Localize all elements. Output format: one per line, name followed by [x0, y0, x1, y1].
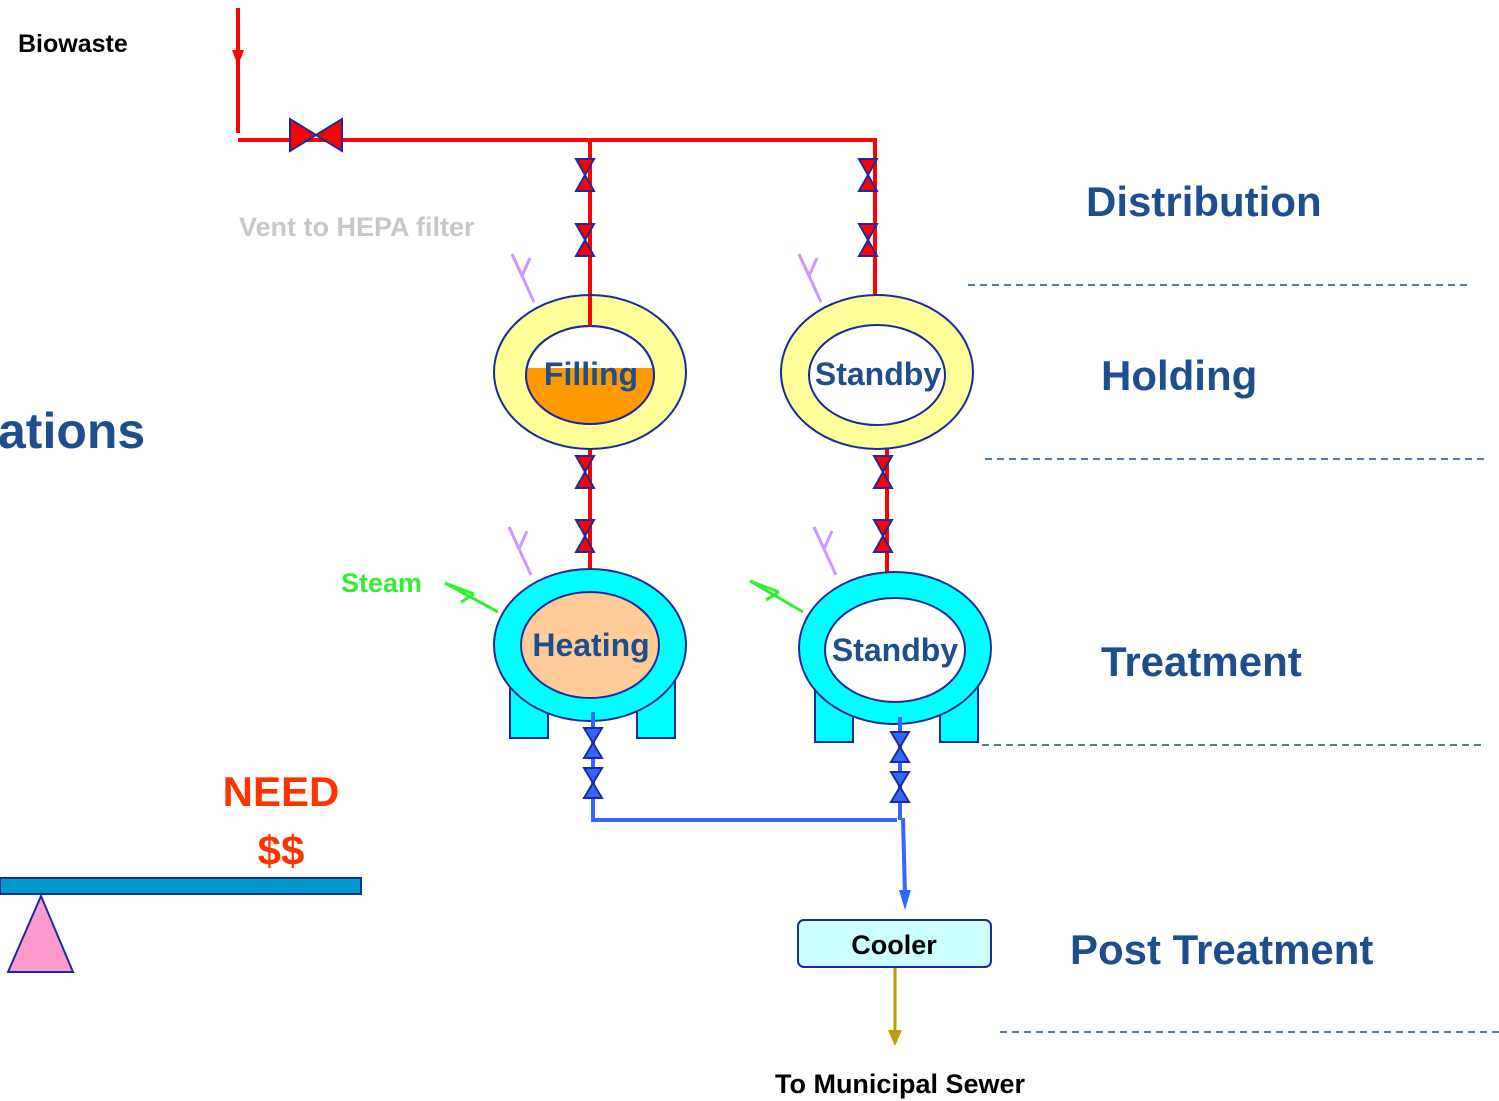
cooler-label: Cooler	[851, 930, 937, 960]
cooler-box[interactable]	[797, 919, 992, 968]
need-label: NEED	[223, 768, 340, 815]
gate-valve-icon[interactable]	[873, 519, 893, 553]
treatment-tank-heating[interactable]	[493, 568, 687, 739]
treatment-left-label: Heating	[532, 627, 649, 663]
gate-valve-icon[interactable]	[873, 455, 893, 489]
holding-right-label: Standby	[815, 356, 941, 392]
stage-post-treatment: Post Treatment	[1070, 926, 1373, 973]
vent-arrow-icon	[507, 525, 533, 577]
steam-arrow-icon	[749, 579, 804, 614]
vent-arrow-icon	[812, 525, 838, 577]
drain-line	[591, 712, 911, 910]
gate-valve-icon[interactable]	[289, 117, 343, 153]
stage-treatment: Treatment	[1101, 638, 1302, 685]
balance-beam	[0, 877, 362, 895]
treatment-tank-standby[interactable]	[798, 571, 992, 743]
gate-valve-icon[interactable]	[890, 731, 910, 763]
holding-tank-filling[interactable]	[493, 294, 687, 450]
partial-title: ations	[0, 403, 145, 459]
stage-distribution: Distribution	[1086, 178, 1322, 225]
balance-fulcrum	[6, 893, 75, 973]
steam-arrow-icon	[444, 581, 499, 614]
steam-label: Steam	[341, 568, 422, 598]
stage-holding: Holding	[1101, 352, 1257, 399]
sewer-label: To Municipal Sewer	[775, 1069, 1026, 1099]
gate-valve-icon[interactable]	[583, 727, 603, 759]
money-label: $$	[258, 827, 305, 874]
feed-line	[232, 8, 889, 572]
holding-tank-standby[interactable]	[780, 294, 974, 450]
vent-arrow-icon	[510, 252, 536, 304]
holding-left-label: Filling	[544, 356, 638, 392]
gate-valve-icon[interactable]	[890, 771, 910, 803]
sewer-line	[888, 968, 902, 1046]
treatment-right-label: Standby	[832, 632, 958, 668]
vent-arrow-icon	[797, 252, 823, 304]
biowaste-label: Biowaste	[18, 30, 128, 58]
vent-label: Vent to HEPA filter	[239, 212, 475, 242]
gate-valve-icon[interactable]	[583, 767, 603, 799]
